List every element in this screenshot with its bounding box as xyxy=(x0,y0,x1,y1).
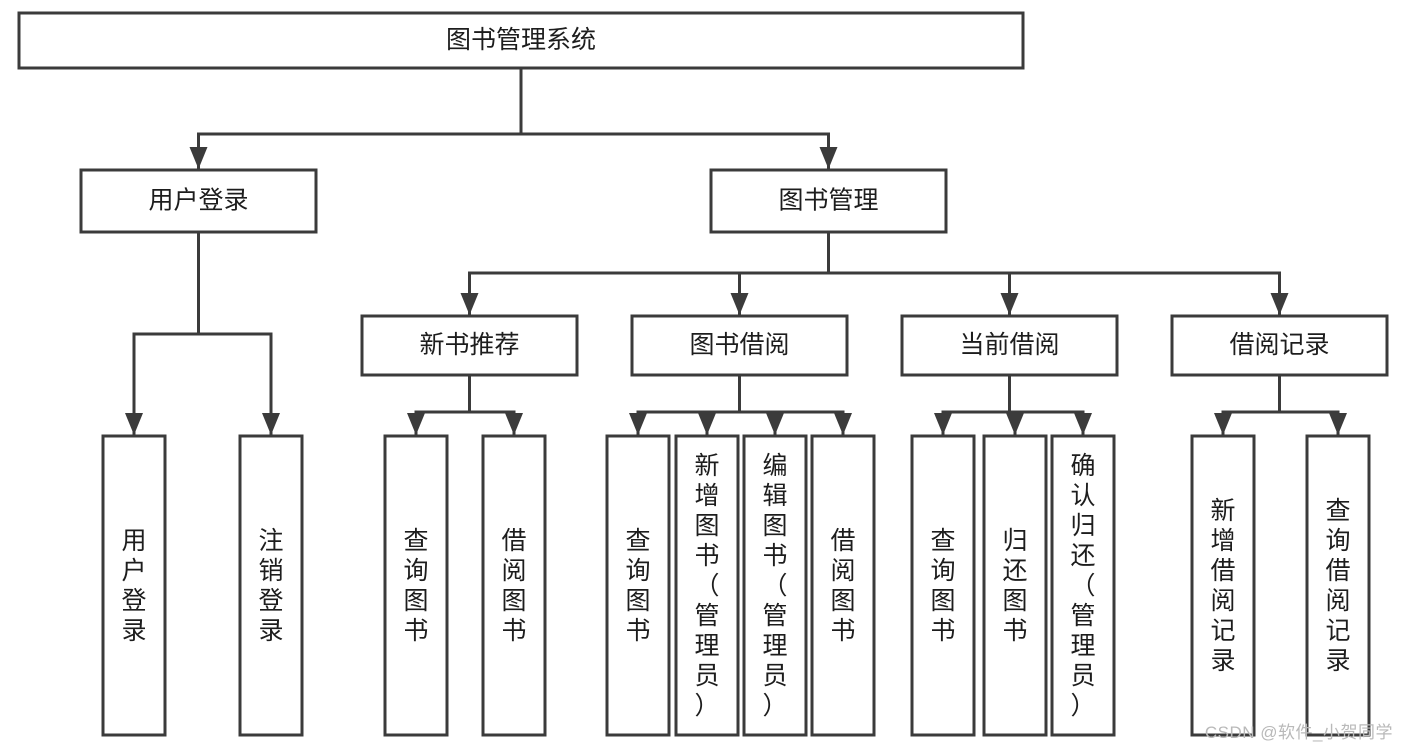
node-label: 图书管理 xyxy=(778,187,878,215)
node-box xyxy=(1170,314,1389,377)
node-box xyxy=(238,434,304,737)
node-box xyxy=(742,434,808,737)
node-label: 归还图书 xyxy=(1002,527,1027,645)
edge-arrowhead xyxy=(934,413,952,435)
node-box xyxy=(17,11,1025,70)
edge-arrowhead xyxy=(125,413,143,435)
edge-arrowhead xyxy=(1006,413,1024,435)
node-leaf-user-login[interactable]: 用户登录 xyxy=(101,434,167,737)
edge-arrowhead xyxy=(629,413,647,435)
edge-arrowhead xyxy=(1270,293,1289,315)
edge-arrowhead xyxy=(1074,413,1092,435)
node-leaf-logout[interactable]: 注销登录 xyxy=(238,434,304,737)
node-label: 新书推荐 xyxy=(419,331,519,359)
edge-arrowhead xyxy=(819,147,838,169)
edge-arrowhead xyxy=(766,413,784,435)
node-leaf-edit-book[interactable]: 编辑图书（管理员） xyxy=(742,434,808,737)
node-leaf-query-book-1[interactable]: 查询图书 xyxy=(383,434,449,737)
node-box xyxy=(709,168,948,234)
node-leaf-query-book-3[interactable]: 查询图书 xyxy=(910,434,976,737)
node-box xyxy=(360,314,579,377)
node-box xyxy=(810,434,876,737)
node-box xyxy=(982,434,1048,737)
node-box xyxy=(1190,434,1256,737)
node-box xyxy=(900,314,1119,377)
node-label: 查询借阅记录 xyxy=(1325,497,1350,675)
edge-arrowhead xyxy=(505,413,523,435)
node-label: 图书管理系统 xyxy=(446,26,596,54)
node-label: 借阅图书 xyxy=(501,527,526,645)
node-box xyxy=(674,434,740,737)
node-borrow-record[interactable]: 借阅记录 xyxy=(1170,314,1389,377)
node-book-manage[interactable]: 图书管理 xyxy=(709,168,948,234)
node-label: 新增图书（管理员） xyxy=(694,452,719,720)
edge-arrowhead xyxy=(730,293,749,315)
edge-arrowhead xyxy=(834,413,852,435)
node-label: 用户登录 xyxy=(121,527,146,645)
node-current-borrow[interactable]: 当前借阅 xyxy=(900,314,1119,377)
node-leaf-add-book[interactable]: 新增图书（管理员） xyxy=(674,434,740,737)
edge-arrowhead xyxy=(407,413,425,435)
edge-arrowhead xyxy=(262,413,280,435)
edge-arrowhead xyxy=(1329,413,1347,435)
node-leaf-borrow-book-1[interactable]: 借阅图书 xyxy=(481,434,547,737)
node-box xyxy=(481,434,547,737)
node-label: 查询图书 xyxy=(403,527,428,645)
node-label: 当前借阅 xyxy=(959,331,1059,359)
edge-arrowhead xyxy=(1214,413,1232,435)
node-box xyxy=(383,434,449,737)
edge-arrowhead xyxy=(189,147,208,169)
node-leaf-query-book-2[interactable]: 查询图书 xyxy=(605,434,671,737)
edge-arrowhead xyxy=(460,293,479,315)
node-label: 用户登录 xyxy=(148,187,248,215)
node-user-login[interactable]: 用户登录 xyxy=(79,168,318,234)
node-box xyxy=(605,434,671,737)
nodes-layer: 图书管理系统用户登录图书管理新书推荐图书借阅当前借阅借阅记录用户登录注销登录查询… xyxy=(17,11,1389,737)
edge-arrowhead xyxy=(698,413,716,435)
edges-layer xyxy=(125,66,1347,436)
node-box xyxy=(1305,434,1371,737)
node-box xyxy=(101,434,167,737)
node-label: 确认归还（管理员） xyxy=(1070,452,1095,720)
node-label: 查询图书 xyxy=(625,527,650,645)
node-leaf-confirm-return[interactable]: 确认归还（管理员） xyxy=(1050,434,1116,737)
node-box xyxy=(1050,434,1116,737)
node-label: 编辑图书（管理员） xyxy=(762,452,787,720)
node-label: 借阅记录 xyxy=(1229,331,1329,359)
node-leaf-add-record[interactable]: 新增借阅记录 xyxy=(1190,434,1256,737)
edge-arrowhead xyxy=(1000,293,1019,315)
node-label: 借阅图书 xyxy=(830,527,855,645)
node-leaf-query-record[interactable]: 查询借阅记录 xyxy=(1305,434,1371,737)
node-label: 图书借阅 xyxy=(689,331,789,359)
node-box xyxy=(630,314,849,377)
node-root[interactable]: 图书管理系统 xyxy=(17,11,1025,70)
node-new-book-recommend[interactable]: 新书推荐 xyxy=(360,314,579,377)
node-label: 注销登录 xyxy=(258,527,283,645)
node-box xyxy=(79,168,318,234)
node-label: 查询图书 xyxy=(930,527,955,645)
node-book-borrow[interactable]: 图书借阅 xyxy=(630,314,849,377)
node-box xyxy=(910,434,976,737)
node-label: 新增借阅记录 xyxy=(1210,497,1235,675)
node-leaf-borrow-book-2[interactable]: 借阅图书 xyxy=(810,434,876,737)
node-leaf-return-book[interactable]: 归还图书 xyxy=(982,434,1048,737)
